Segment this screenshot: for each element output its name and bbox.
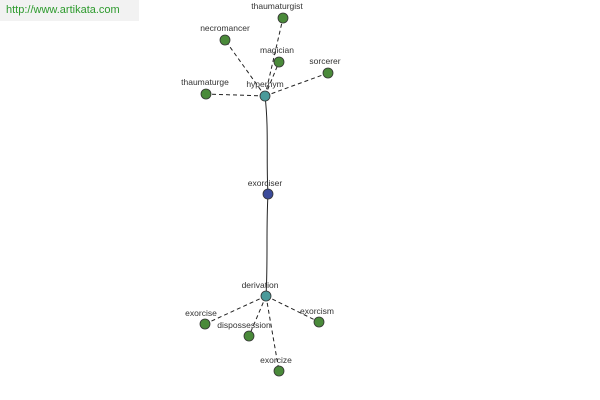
label-exorcize: exorcize [260, 355, 292, 365]
edge-hypernym-necromancer [224, 39, 266, 97]
edge-derivation-dispossession [248, 295, 267, 337]
label-exorcism: exorcism [300, 306, 334, 316]
label-dispossession: dispossession [217, 320, 271, 330]
label-necromancer: necromancer [200, 23, 250, 33]
edge-hypernym-magician [264, 61, 280, 97]
node-magician[interactable] [273, 56, 285, 68]
node-exorcize[interactable] [273, 365, 285, 377]
edge-hypernym-thaumaturge [205, 93, 266, 97]
label-exorciser: exorciser [248, 178, 283, 188]
label-magician: magician [260, 45, 294, 55]
node-thaumaturge[interactable] [200, 88, 212, 100]
node-hypernym[interactable] [259, 90, 271, 102]
label-sorcerer: sorcerer [309, 56, 340, 66]
node-exorcise[interactable] [199, 318, 211, 330]
url-link[interactable]: http://www.artikata.com [6, 4, 120, 16]
label-thaumaturgist: thaumaturgist [251, 1, 303, 11]
node-derivation[interactable] [260, 290, 272, 302]
edge-derivation-exorcize [265, 295, 280, 372]
label-thaumaturge: thaumaturge [181, 77, 229, 87]
edge-hypernym-exorciser [264, 95, 269, 195]
node-exorciser[interactable] [262, 188, 274, 200]
label-exorcise: exorcise [185, 308, 217, 318]
node-dispossession[interactable] [243, 330, 255, 342]
edge-hypernym-thaumaturgist [264, 17, 284, 97]
label-derivation: derivation [242, 280, 279, 290]
label-hypernym: hypernym [246, 79, 283, 89]
node-thaumaturgist[interactable] [277, 12, 289, 24]
node-sorcerer[interactable] [322, 67, 334, 79]
edge-exorciser-derivation [265, 193, 269, 297]
edge-derivation-exorcism [265, 295, 320, 323]
node-necromancer[interactable] [219, 34, 231, 46]
node-exorcism[interactable] [313, 316, 325, 328]
url-bar: http://www.artikata.com [0, 0, 139, 21]
